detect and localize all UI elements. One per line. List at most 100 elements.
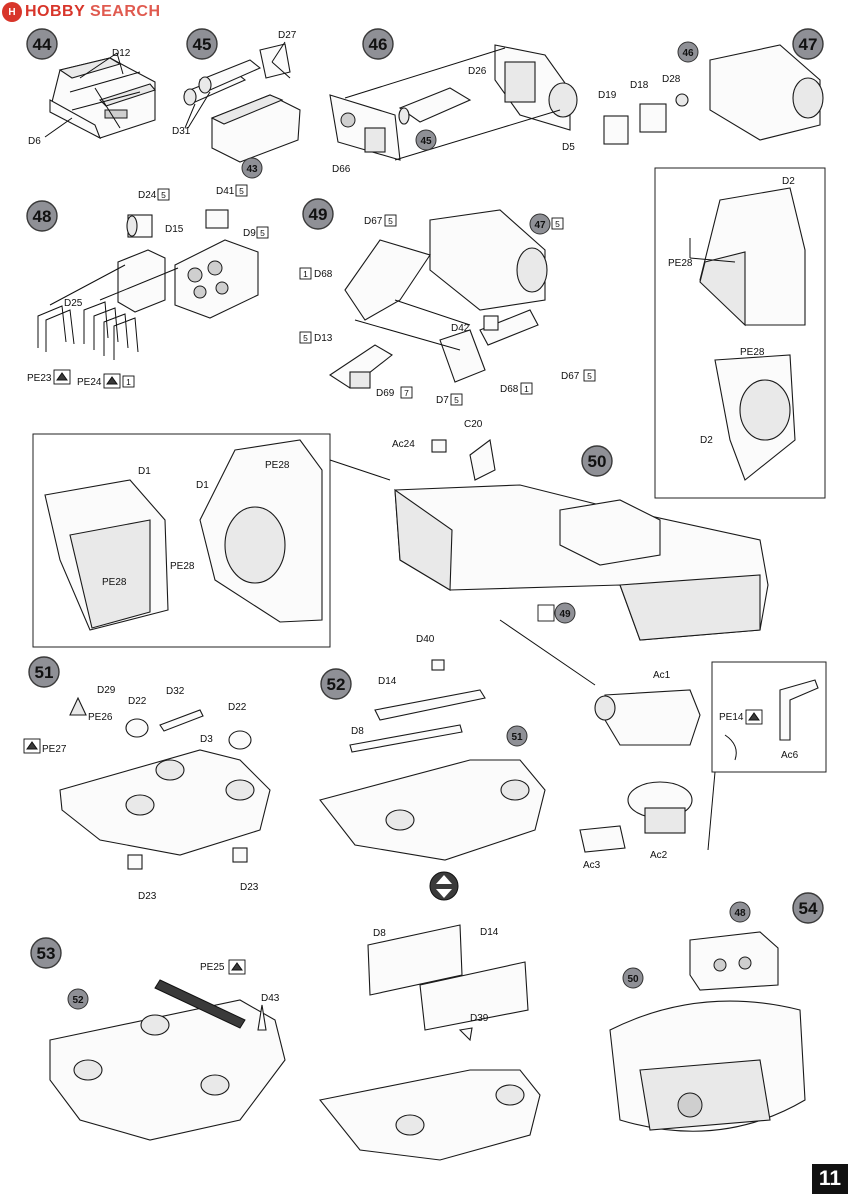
step-53-number: 53 [37, 944, 56, 963]
label-d25: D25 [64, 298, 83, 309]
step-53-upper-panels: D8 D14 D39 [319, 924, 541, 1161]
part-d66-plate [329, 94, 401, 161]
label-d7: D7 [436, 395, 449, 406]
badge-d24: 5 [161, 190, 166, 200]
label-d1-left: D1 [138, 466, 151, 477]
label-pe28-lower-a: PE28 [102, 577, 127, 588]
label-d41: D41 [216, 186, 235, 197]
label-d67-top: D67 [364, 216, 383, 227]
part-43-base [210, 94, 301, 163]
badge-d67-top: 5 [388, 216, 393, 226]
step-45-circle [186, 28, 218, 60]
part-ac1-drawing [594, 689, 701, 746]
badge-d41: 5 [239, 186, 244, 196]
label-ac2: Ac2 [650, 850, 668, 861]
label-d9: D9 [243, 228, 256, 239]
label-43: 43 [246, 164, 258, 175]
label-50: 50 [627, 974, 639, 985]
label-d27: D27 [278, 30, 297, 41]
step-44-circle [26, 28, 58, 60]
label-d32: D32 [166, 686, 185, 697]
part-d2-drawing-top [699, 187, 806, 327]
label-d2-bottom: D2 [700, 435, 713, 446]
label-d14-53: D14 [480, 927, 499, 938]
part-ac2-drawing [627, 781, 693, 834]
step-54-circle [792, 892, 824, 924]
step-50-circle [581, 445, 613, 477]
inset-d1: D1 D1 PE28 PE28 PE28 [32, 433, 391, 648]
step-50: 50 Ac24 C20 49 [392, 419, 769, 686]
part-floor-53b [319, 1069, 541, 1161]
label-d1-right: D1 [196, 480, 209, 491]
badge-d69: 7 [404, 388, 409, 398]
part-d39 [458, 1027, 473, 1042]
part-d3-floor-52 [319, 759, 546, 861]
step-53-circle [30, 937, 62, 969]
part-d1-drawing-left [44, 479, 169, 631]
hobby-search-logo-icon: H [2, 2, 22, 22]
label-d19: D19 [598, 90, 617, 101]
label-pe26: PE26 [88, 712, 113, 723]
part-d43 [257, 1004, 267, 1031]
ref-49-circle [554, 602, 576, 624]
ref-50-circle [622, 967, 644, 989]
step-54: 54 48 50 [609, 892, 824, 1132]
watermark-brand: HOBBY [25, 3, 85, 20]
label-pe28-lower-b: PE28 [170, 561, 195, 572]
ref-52-circle [67, 988, 89, 1010]
label-pe28-top: PE28 [668, 258, 693, 269]
step-46-circle [362, 28, 394, 60]
label-d42: D42 [451, 323, 470, 334]
label-d5: D5 [562, 142, 575, 153]
part-d42 [483, 315, 499, 331]
step-51: 51 D29 PE26 PE27 D22 D32 D22 D3 D23 D23 [23, 656, 271, 902]
step-45-number: 45 [193, 35, 212, 54]
label-d26: D26 [468, 66, 487, 77]
label-d68-right: D68 [500, 384, 519, 395]
label-pe28-bottom: PE28 [740, 347, 765, 358]
label-d18: D18 [630, 80, 649, 91]
badge-d7: 5 [454, 395, 459, 405]
step-49: 49 47 5 D67 5 1 D68 5 D13 D42 D69 7 D7 5 [299, 198, 596, 406]
ref-48-circle [729, 901, 751, 923]
part-turret-ring [394, 484, 769, 641]
label-51: 51 [511, 732, 523, 743]
step-48-number: 48 [33, 207, 52, 226]
part-d22-d23 [125, 718, 252, 870]
label-45: 45 [420, 136, 432, 147]
step-52-number: 52 [327, 675, 346, 694]
flip-over-icon [429, 871, 459, 901]
part-46-assembly [709, 44, 824, 141]
part-d5-frame [494, 44, 578, 131]
watermark-text: HOBBY SEARCH [25, 3, 161, 21]
label-ac6: Ac6 [781, 750, 799, 761]
part-pe25-strip [154, 979, 246, 1029]
label-d15: D15 [165, 224, 184, 235]
label-c20: C20 [464, 419, 483, 430]
part-d14-panel [374, 689, 486, 721]
label-ac24: Ac24 [392, 439, 415, 450]
inset-d2: D2 PE28 PE28 D2 [654, 167, 826, 499]
part-d15-box [117, 249, 166, 313]
part-gun-assembly [559, 499, 661, 566]
label-46: 46 [682, 48, 694, 59]
ac-assembly: Ac1 Ac2 Ac3 PE14 Ac6 [579, 661, 827, 871]
badge-d13: 5 [303, 333, 308, 343]
part-c20-ac24 [431, 439, 496, 481]
label-pe28-right: PE28 [265, 460, 290, 471]
label-52: 52 [72, 995, 84, 1006]
part-d3-floor [59, 749, 271, 856]
step-48: 48 D24 5 D41 5 D15 D9 5 [26, 184, 269, 389]
label-d23-right: D23 [240, 882, 259, 893]
label-d68-left: D68 [314, 269, 333, 280]
inset-ac6 [711, 661, 827, 773]
ref-45-circle [415, 129, 437, 151]
label-d12: D12 [112, 48, 131, 59]
badge-d67-right: 5 [587, 371, 592, 381]
part-47-housing [429, 209, 548, 311]
watermark-logo: H HOBBY SEARCH [2, 2, 161, 22]
label-pe23: PE23 [27, 373, 52, 384]
ref-47-circle [529, 213, 551, 235]
step-54-number: 54 [799, 899, 818, 918]
label-pe14: PE14 [719, 712, 744, 723]
